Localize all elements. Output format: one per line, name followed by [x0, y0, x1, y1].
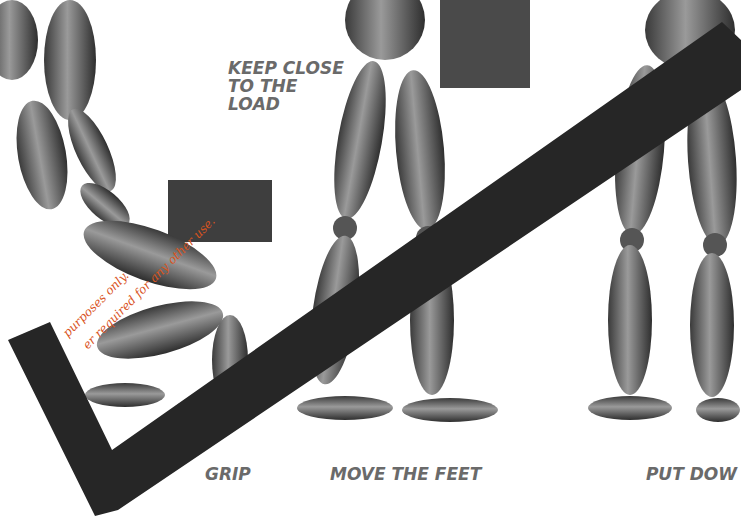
step-label: MOVE THE FEET — [330, 466, 481, 484]
caption-text: KEEP CLOSE TO THE LOAD — [228, 60, 353, 114]
check-mark — [8, 22, 741, 516]
step-label: PUT DOW — [646, 466, 737, 484]
watermark: er required for any other use. — [80, 214, 218, 352]
step-label: GRIP — [205, 466, 251, 484]
